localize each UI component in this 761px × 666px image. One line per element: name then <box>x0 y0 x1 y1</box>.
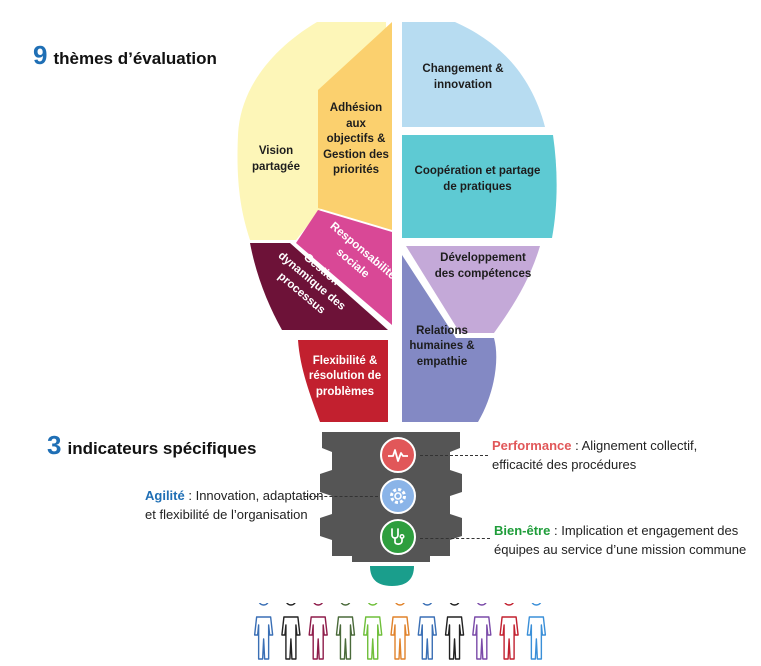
person-icon <box>281 603 301 660</box>
segment-flexibilite <box>298 340 388 422</box>
stethoscope-icon <box>380 519 416 555</box>
indicator-bienetre-keyword: Bien-être <box>494 523 551 538</box>
indicator-bienetre-sep: : <box>550 523 562 538</box>
segment-adhesion <box>318 22 392 230</box>
person-icon <box>526 603 547 660</box>
connector-agilite <box>304 496 378 497</box>
label-cooperation: Coopération et partage de pratiques <box>414 165 541 193</box>
person-icon <box>417 603 437 660</box>
indicator-bienetre: Bien-être : Implication et engagement de… <box>494 522 749 560</box>
segment-cooperation <box>402 135 557 238</box>
label-relations: Relations humaines & empathie <box>409 324 475 368</box>
indicator-performance: Performance : Alignement collectif, effi… <box>492 437 742 475</box>
connector-bienetre <box>420 538 490 539</box>
person-icon <box>472 603 492 660</box>
person-icon <box>335 603 356 660</box>
person-icon <box>308 603 328 660</box>
heartbeat-icon <box>380 437 416 473</box>
connector-performance <box>420 455 488 456</box>
indicators-title: indicateurs spécifiques <box>67 439 257 458</box>
segment-responsabilite <box>296 210 392 325</box>
gear-icon <box>380 478 416 514</box>
label-flexibilite: Flexibilité & résolution de problèmes <box>308 354 382 398</box>
themes-title: thèmes d’évaluation <box>53 49 217 68</box>
label-adhesion: Adhésion aux objectifs & Gestion des pri… <box>323 102 389 177</box>
indicator-agilite-sep: : <box>184 488 196 503</box>
indicator-performance-keyword: Performance <box>492 438 572 453</box>
indicator-bienetre-text: Implication et engagement des équipes au… <box>494 523 747 557</box>
bulb-tip <box>370 566 414 586</box>
segment-developpement <box>406 246 540 333</box>
person-icon <box>253 603 274 660</box>
segment-changement <box>402 22 545 127</box>
person-icon <box>444 603 465 660</box>
person-icon <box>499 603 519 660</box>
indicator-agilite-text: Innovation, adaptation et flexibilité de… <box>145 488 324 522</box>
label-developpement: Développement des compétences <box>434 252 532 280</box>
indicator-agilite: Agilité : Innovation, adaptation et flex… <box>145 487 325 525</box>
label-vision: Vision partagée <box>252 145 300 173</box>
themes-count: 9 <box>33 40 48 70</box>
indicators-count: 3 <box>47 430 62 460</box>
person-icon <box>390 603 410 660</box>
indicator-performance-sep: : <box>571 438 582 453</box>
themes-heading: 9 thèmes d’évaluation <box>33 40 217 71</box>
indicator-agilite-keyword: Agilité <box>145 488 185 503</box>
indicators-heading: 3 indicateurs spécifiques <box>47 430 256 461</box>
indicator-performance-text: Alignement collectif, efficacité des pro… <box>492 438 698 472</box>
person-icon <box>363 603 383 660</box>
segment-gestion <box>250 243 388 330</box>
people-row <box>253 603 547 660</box>
label-changement: Changement & innovation <box>422 62 504 91</box>
segment-relations <box>402 255 497 422</box>
